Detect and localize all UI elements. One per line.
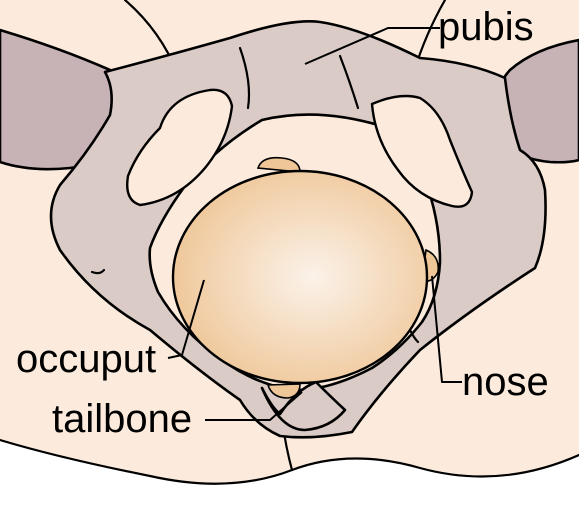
pubic-contour-right: [338, 54, 360, 110]
pubis-label: pubis: [438, 5, 534, 49]
pubis-pointer: [304, 27, 440, 65]
nose-pointer: [431, 275, 462, 383]
pubic-contour-left: [238, 46, 251, 110]
tailbone-label: tailbone: [52, 397, 192, 441]
left-obturator-foramen: [126, 88, 234, 207]
ischium-contour-left: [90, 268, 106, 275]
baby-ear-top: [256, 156, 301, 173]
buttocks-outline-right: [290, 453, 579, 478]
occuput-pointer: [167, 279, 205, 359]
ischium-contour-right: [408, 328, 420, 344]
right-obturator-foramen: [370, 94, 474, 208]
baby-head: [171, 169, 429, 385]
occuput-label: occuput: [16, 337, 156, 381]
nose-label: nose: [462, 360, 549, 404]
baby-ear-bottom: [266, 383, 301, 399]
tailbone-pointer: [205, 391, 303, 421]
buttocks-outline: [0, 438, 294, 485]
